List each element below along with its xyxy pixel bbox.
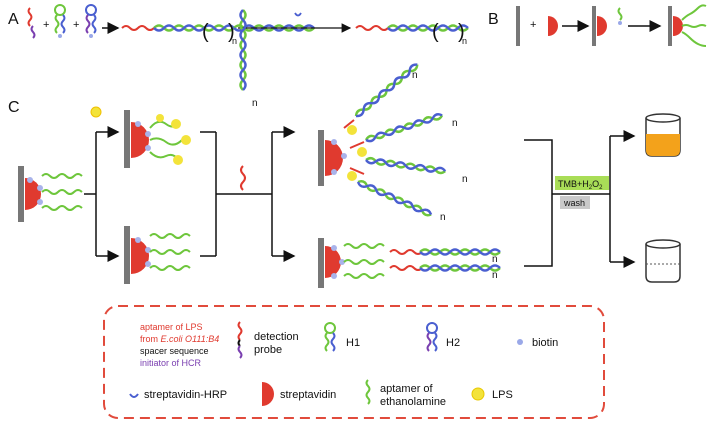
svg-text:n: n (462, 174, 468, 185)
streptavidin-hrp-icon (294, 12, 302, 17)
h2-legend-icon (426, 322, 438, 352)
no-lps-electrode (124, 226, 191, 284)
streptavidin-legend-icon (262, 382, 274, 406)
panel-a: A + + ( ) n ( ) (8, 4, 470, 46)
legend-ethanolamine: ethanolamine (380, 396, 446, 408)
svg-text:n: n (252, 98, 258, 109)
detection-probe-legend-icon (237, 321, 243, 359)
svg-text:(: ( (202, 21, 209, 43)
svg-text:+: + (73, 19, 79, 31)
svg-text:(: ( (432, 21, 439, 43)
legend-h1: H1 (346, 337, 360, 349)
legend-initiator: initiator of HCR (140, 358, 202, 368)
streptavidin-hrp-legend-icon (129, 393, 139, 398)
panel-b-label: B (488, 11, 499, 28)
lps-legend-icon (471, 387, 485, 401)
legend-biotin: biotin (532, 337, 558, 349)
legend-aptamer-lps: aptamer of LPS (140, 322, 203, 332)
legend-streptavidin-hrp: streptavidin-HRP (144, 389, 227, 401)
streptavidin-icon (548, 16, 558, 36)
biotin-legend-icon (517, 339, 523, 345)
svg-text:n: n (412, 70, 418, 81)
lps-icon (90, 106, 102, 118)
legend-spacer: spacer sequence (140, 346, 209, 356)
legend-detection: detection (254, 331, 299, 343)
panel-b: B + (488, 4, 707, 47)
legend: aptamer of LPS from E.coli O111:B4 space… (103, 305, 605, 419)
tmb-reagent-label: TMB+H2O2 (558, 179, 603, 191)
panel-a-label: A (8, 11, 19, 28)
tmb-reagent-box (555, 176, 609, 190)
detection-probe-icon (27, 7, 36, 39)
legend-probe: probe (254, 344, 282, 356)
hcr-probe-vertical (239, 8, 247, 92)
aptamer-ethanolamine-legend-icon (365, 379, 371, 405)
svg-text:): ) (458, 21, 465, 43)
panel-c-label: C (8, 99, 20, 116)
panel-c: C (8, 8, 681, 288)
hcr-amplified-electrode (318, 61, 447, 219)
svg-text:n: n (492, 270, 498, 281)
h1-hairpin-icon (54, 4, 66, 38)
lps-bound-electrode (124, 110, 191, 168)
start-electrode (18, 166, 83, 222)
negative-beaker (645, 239, 681, 283)
h2-hairpin-icon (85, 4, 97, 38)
legend-lps: LPS (492, 389, 513, 401)
svg-text:+: + (530, 19, 536, 31)
svg-text:n: n (492, 254, 498, 265)
positive-beaker (645, 113, 681, 157)
wash-box (560, 196, 590, 209)
wash-label: wash (563, 198, 585, 208)
legend-streptavidin: streptavidin (280, 389, 336, 401)
svg-text:n: n (452, 118, 458, 129)
svg-text:): ) (228, 21, 235, 43)
h1-legend-icon (324, 322, 336, 352)
legend-h2: H2 (446, 337, 460, 349)
no-amplification-electrode (318, 238, 502, 288)
svg-text:n: n (232, 36, 237, 46)
svg-text:n: n (462, 36, 467, 46)
legend-from-ecoli: from E.coli O111:B4 (140, 334, 219, 344)
svg-text:n: n (440, 212, 446, 223)
svg-text:+: + (43, 19, 49, 31)
legend-aptamer-of: aptamer of (380, 383, 434, 395)
